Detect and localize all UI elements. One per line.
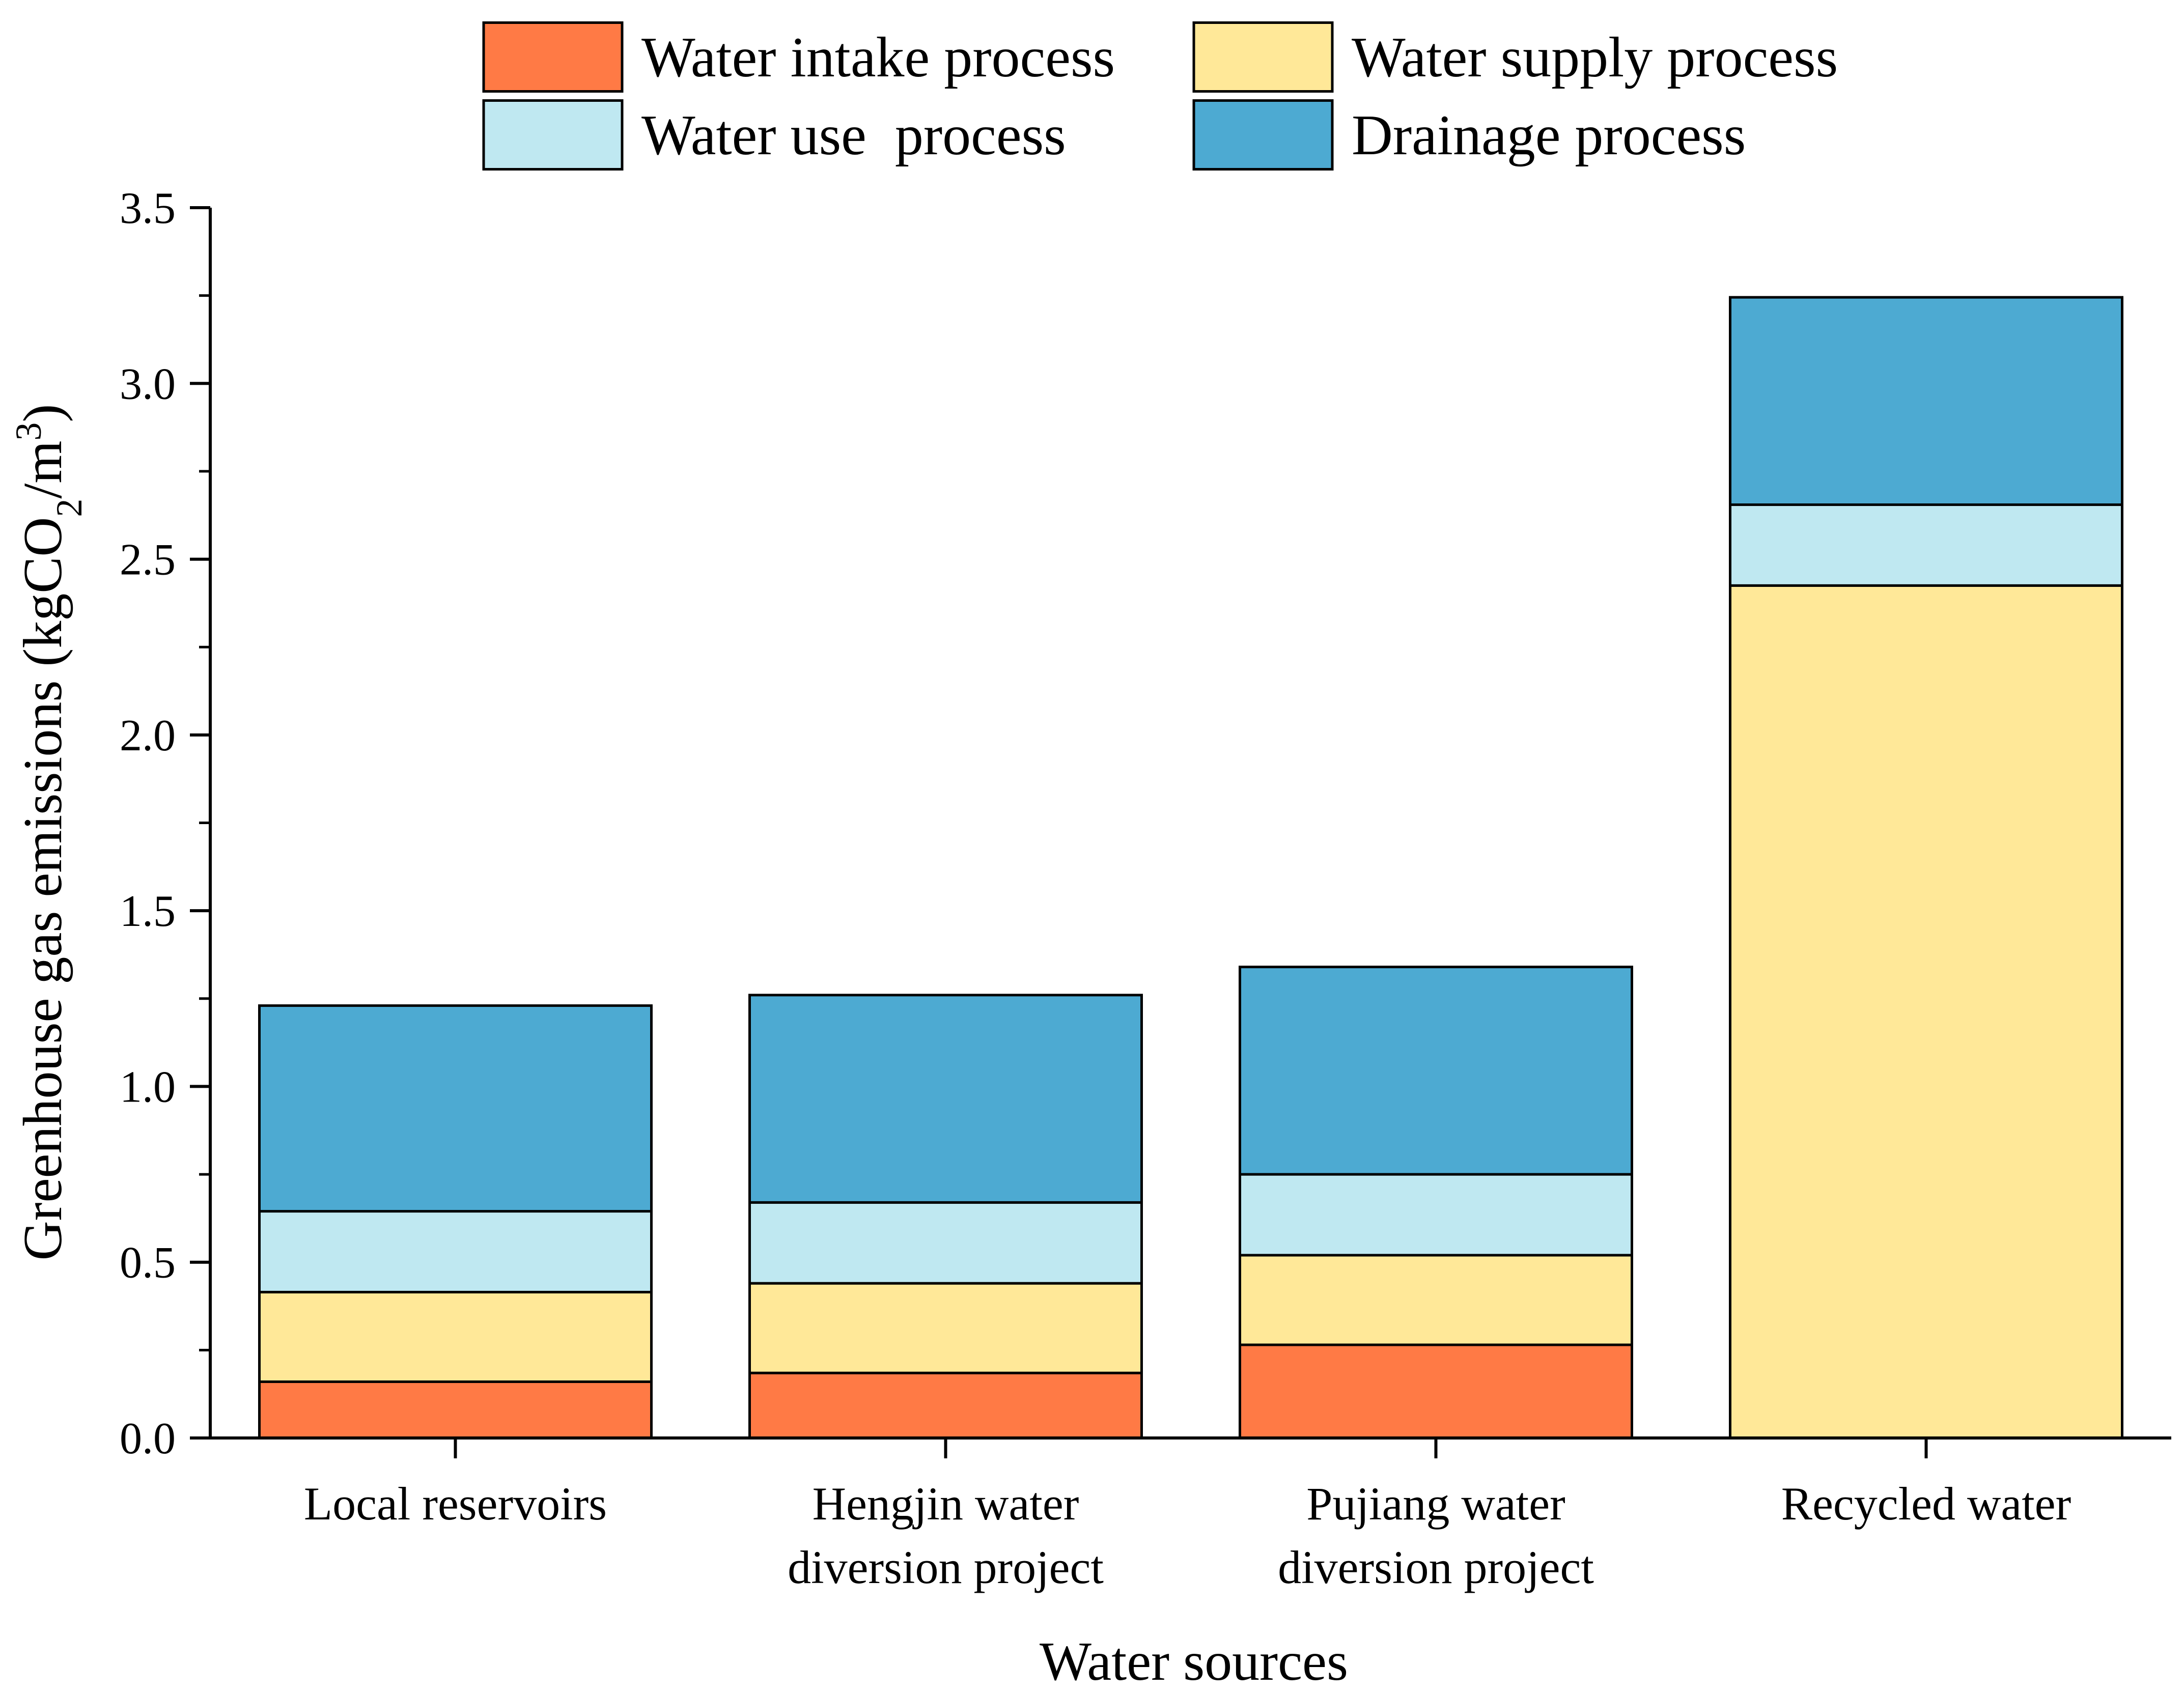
- bar-segment: [1239, 1173, 1633, 1257]
- y-tick-label: 1.0: [120, 1062, 176, 1112]
- legend-label: Water supply process: [1352, 26, 1838, 89]
- bar-segment: [258, 1380, 653, 1440]
- x-axis: Local reservoirs Hengjin water diversion p…: [210, 1436, 2171, 1593]
- y-tick-label: 3.0: [120, 359, 176, 409]
- x-tick-label: Pujiang water: [1306, 1478, 1565, 1530]
- legend-swatch: [482, 99, 624, 171]
- bar-segment: [258, 1004, 653, 1213]
- bar-segment: [1239, 966, 1633, 1176]
- bar-segment: [748, 1282, 1143, 1374]
- bar-segment: [748, 1201, 1143, 1285]
- x-tick-label: diversion project: [1278, 1541, 1594, 1593]
- bar-segment: [748, 1371, 1143, 1440]
- legend-swatch: [482, 21, 624, 93]
- y-axis-title: Greenhouse gas emissions (kgCO2/m3): [8, 404, 90, 1261]
- bars: [258, 296, 2123, 1440]
- y-tick-label: 3.5: [120, 184, 176, 233]
- x-axis-title: Water sources: [1040, 1631, 1348, 1692]
- legend-label: Water use process: [641, 104, 1066, 167]
- bar-segment: [1729, 296, 2123, 506]
- legend: Water intake process Water supply process…: [482, 21, 1838, 171]
- legend-label: Drainage process: [1352, 104, 1746, 167]
- bar-segment: [258, 1210, 653, 1293]
- y-tick-label: 0.0: [120, 1414, 176, 1463]
- x-tick-label: Hengjin water: [813, 1478, 1079, 1530]
- bar-segment: [258, 1290, 653, 1384]
- bar-segment: [1239, 1343, 1633, 1440]
- y-tick-label: 2.0: [120, 711, 176, 760]
- legend-label: Water intake process: [641, 26, 1115, 89]
- bar-segment: [748, 994, 1143, 1204]
- legend-swatch: [1192, 99, 1334, 171]
- legend-swatch: [1192, 21, 1334, 93]
- bar-segment: [1729, 584, 2123, 1440]
- bar-segment: [1239, 1254, 1633, 1346]
- y-tick-label: 0.5: [120, 1238, 176, 1288]
- y-axis: 0.0 0.5 1.0 1.5 2.0 2.5 3.0 3.5: [120, 184, 212, 1463]
- x-tick-label: Recycled water: [1781, 1478, 2071, 1530]
- y-tick-label: 2.5: [120, 535, 176, 585]
- y-tick-label: 1.5: [120, 887, 176, 936]
- x-tick-label: diversion project: [788, 1541, 1104, 1593]
- x-tick-label: Local reservoirs: [304, 1478, 607, 1530]
- bar-segment: [1729, 503, 2123, 587]
